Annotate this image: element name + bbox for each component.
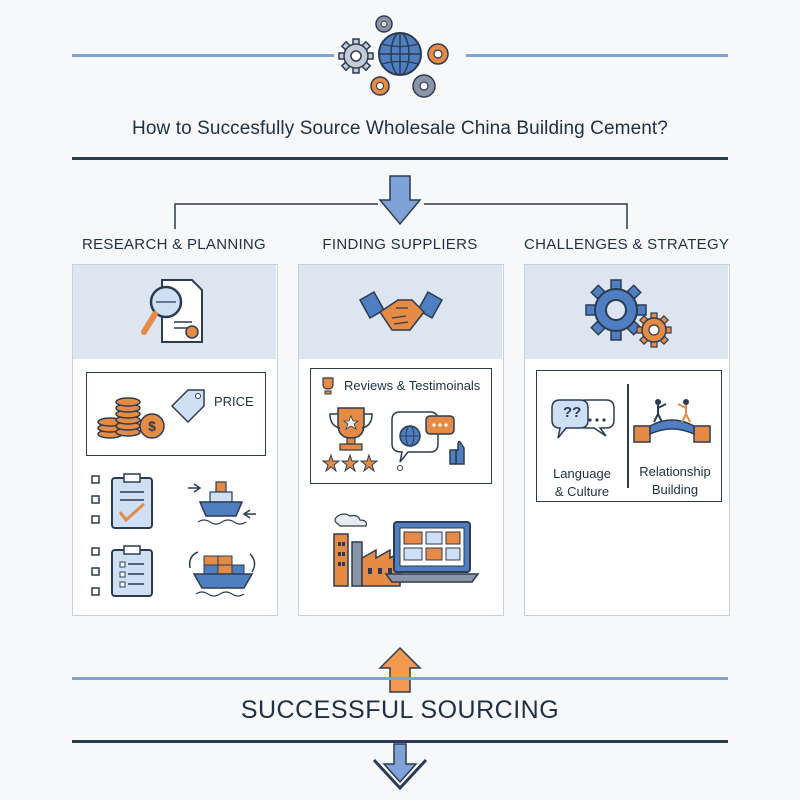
checklist-icon: [90, 470, 170, 600]
bottom-line-top: [72, 677, 728, 680]
challenges-box: [536, 370, 722, 502]
column-title-suppliers: FINDING SUPPLIERS: [322, 236, 478, 253]
column-title-research: RESEARCH & PLANNING: [81, 236, 267, 253]
relationship-label-line1: Relationship: [639, 464, 711, 479]
title-underline: [72, 157, 728, 160]
bridge-people-icon: [632, 394, 712, 448]
bottom-title: SUCCESSFUL SOURCING: [240, 696, 560, 724]
language-label-line1: Language: [553, 466, 611, 481]
trophy-icon: [326, 404, 376, 454]
column-title-challenges: CHALLENGES & STRATEGY: [524, 236, 730, 253]
header-line-right: [466, 54, 728, 57]
gears-icon: [584, 278, 674, 350]
question-marks: ??: [563, 404, 582, 421]
speech-bubbles-icon: [550, 396, 616, 444]
box-divider: [627, 384, 629, 488]
reviews-label: Reviews & Testimoinals: [344, 378, 481, 393]
gears-globe-icon: [334, 14, 466, 106]
globe-chat-icon: [390, 410, 470, 474]
up-arrow-icon: [378, 646, 422, 694]
bottom-line-bottom: [72, 740, 728, 743]
svg-text:$: $: [148, 418, 156, 434]
cargo-ship-icon: [180, 472, 266, 600]
bracket-connector: [174, 203, 628, 231]
laptop-icon: [384, 518, 480, 588]
page-title: How to Succesfully Source Wholesale Chin…: [132, 118, 668, 139]
small-trophy-icon: [318, 376, 338, 396]
stars-icon: [322, 454, 378, 472]
price-tag-icon: [168, 384, 210, 426]
header-line-left: [72, 54, 334, 57]
language-label-line2: & Culture: [554, 484, 610, 499]
coins-icon: $: [96, 392, 168, 442]
relationship-label-line2: Building: [651, 482, 699, 497]
price-label: PRICE: [214, 394, 254, 409]
handshake-icon: [358, 286, 444, 342]
bottom-down-arrow-icon: [370, 742, 430, 792]
document-magnifier-icon: [140, 276, 212, 348]
down-arrow-icon: [378, 174, 422, 228]
